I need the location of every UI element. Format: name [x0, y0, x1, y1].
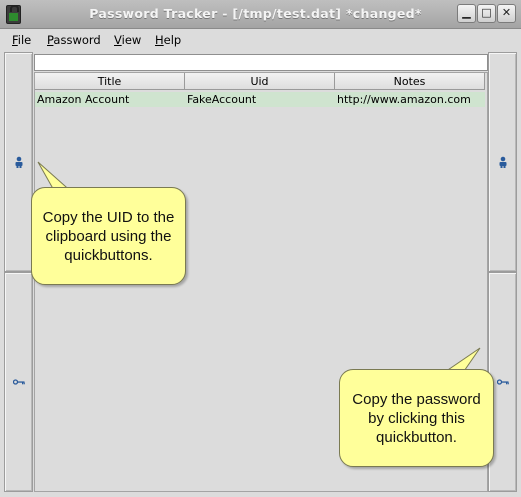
column-header-title[interactable]: Title — [35, 73, 185, 90]
search-input[interactable] — [34, 54, 488, 71]
column-header-notes[interactable]: Notes — [335, 73, 485, 90]
menu-password[interactable]: Password — [47, 33, 101, 47]
cell-title: Amazon Account — [37, 93, 130, 106]
user-icon — [499, 156, 506, 168]
menu-bar: File Password View Help — [0, 29, 521, 49]
key-icon — [496, 379, 509, 385]
close-button[interactable]: ✕ — [497, 4, 516, 23]
menu-view-mnemonic: V — [114, 33, 122, 47]
callout-uid-text: Copy the UID to the clipboard using the … — [42, 208, 175, 264]
minimize-button[interactable]: ▁ — [457, 4, 476, 23]
menu-view[interactable]: View — [114, 33, 141, 47]
column-header-uid[interactable]: Uid — [185, 73, 335, 90]
menu-help[interactable]: Help — [155, 33, 181, 47]
cell-notes: http://www.amazon.com — [337, 93, 471, 106]
left-copy-uid-button[interactable] — [4, 52, 33, 272]
title-bar[interactable]: Password Tracker - [/tmp/test.dat] *chan… — [0, 0, 521, 29]
callout-password: Copy the password by clicking this quick… — [339, 369, 494, 467]
right-copy-uid-button[interactable] — [488, 52, 517, 272]
table-row[interactable]: Amazon Account FakeAccount http://www.am… — [35, 92, 485, 107]
user-icon — [15, 156, 22, 168]
menu-password-mnemonic: P — [47, 33, 54, 47]
menu-password-label: assword — [53, 33, 101, 47]
window-title: Password Tracker - [/tmp/test.dat] *chan… — [89, 6, 422, 21]
cell-uid: FakeAccount — [187, 93, 257, 106]
callout-uid-seam — [57, 188, 75, 191]
table-header: Title Uid Notes — [35, 73, 487, 91]
menu-file-label: ile — [17, 33, 32, 47]
lock-icon — [6, 5, 21, 24]
menu-view-label: iew — [121, 33, 142, 47]
maximize-button[interactable]: □ — [477, 4, 496, 23]
left-copy-password-button[interactable] — [4, 272, 33, 492]
callout-uid: Copy the UID to the clipboard using the … — [31, 187, 186, 285]
menu-file[interactable]: File — [12, 33, 31, 47]
key-icon — [12, 379, 25, 385]
callout-password-seam — [443, 370, 463, 373]
menu-file-mnemonic: F — [12, 33, 18, 47]
callout-password-text: Copy the password by clicking this quick… — [352, 390, 481, 446]
menu-help-mnemonic: H — [155, 33, 164, 47]
menu-help-label: elp — [163, 33, 182, 47]
